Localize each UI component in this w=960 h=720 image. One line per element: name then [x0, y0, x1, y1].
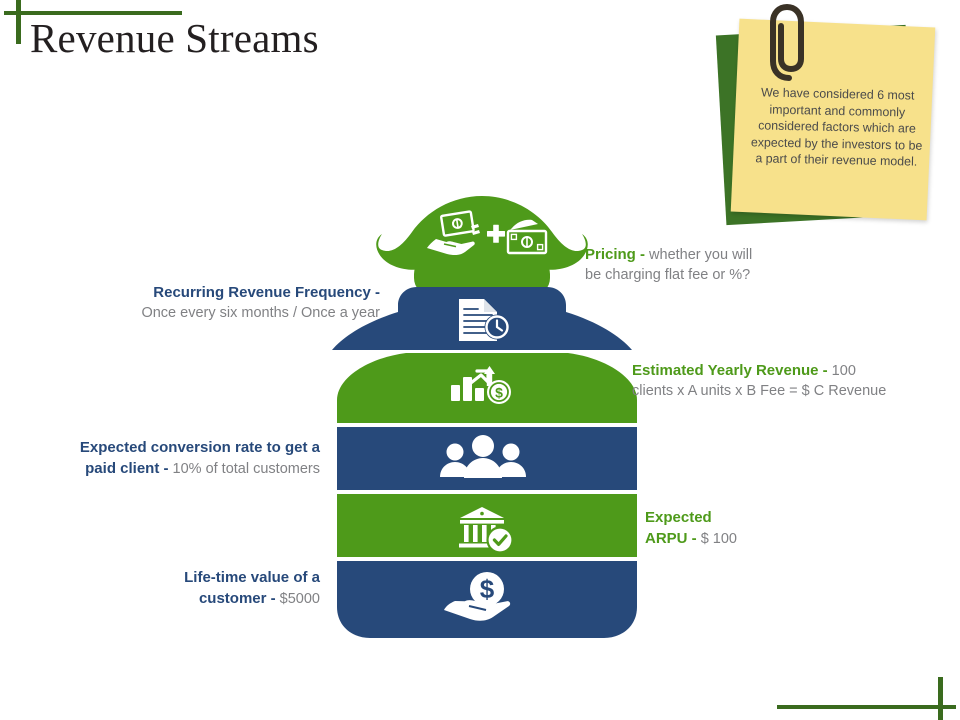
- label-expected-arpu: Expected ARPU - $ 100: [645, 508, 895, 549]
- sticky-note: We have considered 6 most important and …: [713, 4, 941, 226]
- label-recurring-bold: Recurring Revenue Frequency -: [153, 284, 380, 301]
- bag-band-expected-arpu: [337, 494, 637, 557]
- money-hand-plus-cash-icon: [427, 210, 548, 256]
- bar-chart-growth-dollar-icon: $: [451, 366, 511, 404]
- bag-band-expected-conversion-rate: [337, 427, 637, 490]
- bag-crown-shape: [376, 196, 588, 270]
- paperclip-icon: [770, 4, 804, 81]
- bottom-right-accent-horizontal: [777, 705, 956, 709]
- label-pricing-line2: be charging flat fee or %?: [585, 266, 751, 283]
- label-recurring-line2: Once every six months / Once a year: [141, 304, 380, 321]
- label-estimated-yearly-revenue: Estimated Yearly Revenue - 100 clients x…: [632, 361, 932, 401]
- label-conversion-rest: 10% of total customers: [168, 460, 321, 477]
- label-lifetime-rest: $5000: [275, 590, 320, 607]
- label-estimated-bold: Estimated Yearly Revenue -: [632, 362, 828, 379]
- label-lifetime-bold-line2: customer -: [198, 589, 276, 607]
- page-title: Revenue Streams: [30, 15, 319, 61]
- top-left-accent-horizontal: [4, 11, 182, 15]
- top-left-accent-vertical: [16, 0, 21, 44]
- label-lifetime-bold-line1: Life-time value of a: [184, 569, 320, 586]
- label-expected-conversion-rate: Expected conversion rate to get a paid c…: [10, 438, 320, 479]
- label-arpu-bold-line2: ARPU -: [645, 529, 697, 547]
- bottom-right-accent-vertical: [938, 677, 943, 720]
- bank-check-icon: [459, 507, 514, 554]
- label-arpu-rest: $ 100: [696, 530, 737, 547]
- bag-band-life-time-value: $: [337, 561, 637, 638]
- label-conversion-bold-line1: Expected conversion rate to get a: [79, 439, 320, 456]
- bag-neck-recurring-segment: [332, 287, 632, 350]
- svg-text:$: $: [495, 385, 503, 401]
- document-clock-icon: [459, 299, 510, 341]
- label-conversion-bold-line2: paid client -: [85, 459, 169, 477]
- label-estimated-rest: 100: [827, 363, 856, 379]
- bag-top-pricing-segment: [376, 196, 588, 296]
- people-group-icon: [440, 435, 526, 478]
- hand-dollar-coin-icon: $: [444, 572, 511, 621]
- label-pricing-rest: whether you will: [645, 247, 753, 263]
- bag-band-green-2-shape: [337, 494, 637, 557]
- label-life-time-value: Life-time value of a customer - $5000: [60, 568, 320, 609]
- bag-neck-green: [414, 256, 550, 296]
- bag-band-estimated-yearly-revenue: $: [337, 353, 637, 423]
- svg-text:$: $: [480, 574, 495, 604]
- label-estimated-line2: clients x A units x B Fee = $ C Revenue: [632, 382, 887, 399]
- label-recurring-revenue-frequency: Recurring Revenue Frequency - Once every…: [50, 283, 380, 323]
- bag-band-green-1-shape: [337, 353, 637, 423]
- label-pricing: Pricing - whether you will be charging f…: [585, 245, 845, 285]
- label-arpu-bold-line1: Expected: [645, 509, 712, 526]
- label-pricing-bold: Pricing -: [585, 246, 646, 263]
